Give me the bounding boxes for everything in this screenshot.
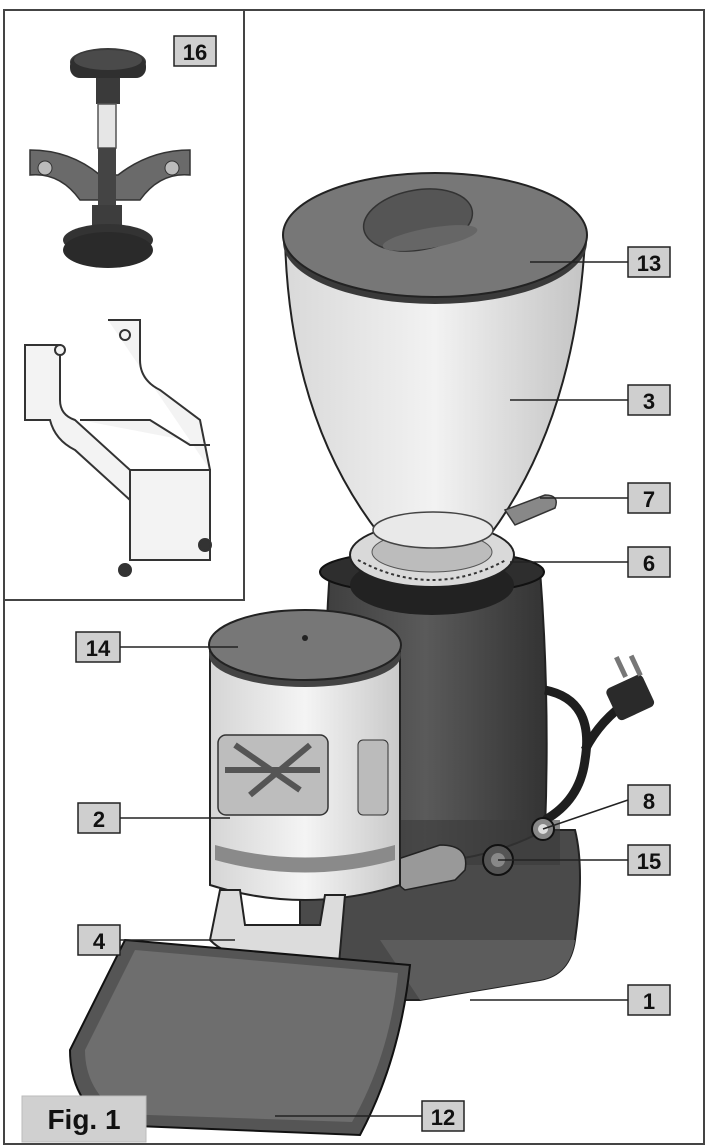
callout-14: 14	[75, 631, 121, 663]
callout-8: 8	[627, 784, 671, 816]
callout-13-label: 13	[637, 251, 661, 276]
callout-12-label: 12	[431, 1105, 455, 1130]
bracket-illustration	[24, 319, 212, 577]
callout-3-label: 3	[643, 389, 655, 414]
callout-1-label: 1	[643, 989, 655, 1014]
figure-caption-text: Fig. 1	[47, 1104, 120, 1135]
drip-tray	[68, 938, 412, 1137]
callout-3: 3	[627, 384, 671, 416]
callout-1: 1	[627, 984, 671, 1016]
callout-14-label: 14	[86, 636, 111, 661]
hopper-lid	[282, 172, 588, 304]
callout-13: 13	[627, 246, 671, 278]
callout-6-label: 6	[643, 551, 655, 576]
doser-chamber	[209, 649, 401, 901]
callout-12: 12	[421, 1100, 465, 1132]
callout-leader-lines	[120, 261, 629, 1117]
power-plug	[606, 654, 655, 721]
figure-caption: Fig. 1	[21, 1095, 147, 1143]
callout-8-label: 8	[643, 789, 655, 814]
callout-2-label: 2	[93, 807, 105, 832]
tool-16-illustration	[29, 48, 191, 268]
callout-4: 4	[77, 924, 121, 956]
callout-15-label: 15	[637, 849, 661, 874]
hopper-shutter	[503, 494, 557, 526]
bean-hopper	[283, 239, 587, 549]
doser-lid	[208, 609, 402, 687]
callout-16-label: 16	[183, 40, 207, 65]
callout-4-label: 4	[93, 929, 106, 954]
power-cord	[542, 685, 592, 824]
callout-6: 6	[627, 546, 671, 578]
callout-16: 16	[173, 35, 217, 67]
callout-7-label: 7	[643, 487, 655, 512]
callout-15: 15	[627, 844, 671, 876]
callout-7: 7	[627, 482, 671, 514]
callout-2: 2	[77, 802, 121, 834]
